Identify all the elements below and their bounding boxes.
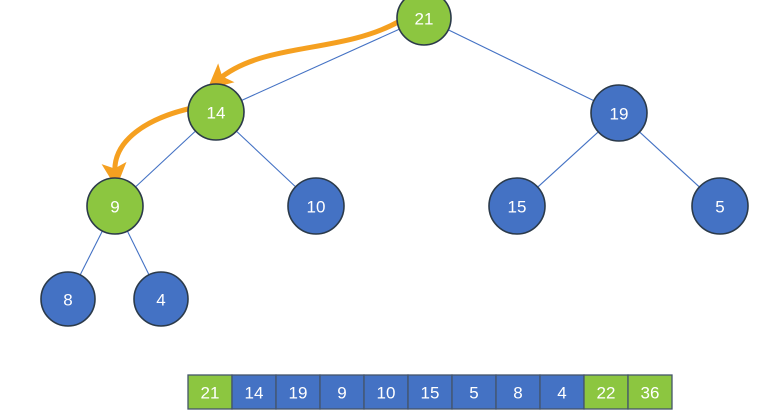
tree-edge-n21-n14 xyxy=(240,28,401,102)
array-cell-1[interactable]: 14 xyxy=(231,374,277,410)
node-circle-5[interactable] xyxy=(691,177,749,235)
tree-edge-n9-n8 xyxy=(79,229,104,277)
tree-node-8[interactable]: 8 xyxy=(40,271,96,327)
array-cell-2[interactable]: 19 xyxy=(275,374,321,410)
tree-edge-n14-n10 xyxy=(235,130,297,188)
array-cell-box-6[interactable] xyxy=(451,374,497,410)
array-cell-box-4[interactable] xyxy=(363,374,409,410)
tree-edge-n19-n15 xyxy=(536,130,600,189)
node-circle-19[interactable] xyxy=(590,84,648,142)
array-cell-3[interactable]: 9 xyxy=(319,374,365,410)
tree-node-10[interactable]: 10 xyxy=(287,177,345,235)
array-cell-box-7[interactable] xyxy=(495,374,541,410)
tree-edge-n19-n5 xyxy=(638,130,701,189)
tree-edge-n14-n9 xyxy=(134,129,197,189)
array-cell-5[interactable]: 15 xyxy=(407,374,453,410)
node-circle-4[interactable] xyxy=(133,271,189,327)
node-circle-9[interactable] xyxy=(86,177,144,235)
array-cell-0[interactable]: 21 xyxy=(187,374,233,410)
array-cell-box-8[interactable] xyxy=(539,374,585,410)
array-cell-4[interactable]: 10 xyxy=(363,374,409,410)
array-cell-9[interactable]: 22 xyxy=(583,374,629,410)
tree-node-19[interactable]: 19 xyxy=(590,84,648,142)
array-cell-8[interactable]: 4 xyxy=(539,374,585,410)
node-circle-15[interactable] xyxy=(488,177,546,235)
array-cell-box-1[interactable] xyxy=(231,374,277,410)
array-cell-10[interactable]: 36 xyxy=(627,374,673,410)
array-cell-box-0[interactable] xyxy=(187,374,233,410)
array-cell-6[interactable]: 5 xyxy=(451,374,497,410)
node-circle-10[interactable] xyxy=(287,177,345,235)
array-cell-box-3[interactable] xyxy=(319,374,365,410)
tree-edge-n21-n19 xyxy=(447,28,595,102)
tree-node-9[interactable]: 9 xyxy=(86,177,144,235)
arrow-21-to-14 xyxy=(207,19,400,90)
node-circle-8[interactable] xyxy=(40,271,96,327)
arrow-14-to-9 xyxy=(101,105,193,188)
tree-node-14[interactable]: 14 xyxy=(187,83,245,141)
tree-node-15[interactable]: 15 xyxy=(488,177,546,235)
node-circle-14[interactable] xyxy=(187,83,245,141)
tree-node-5[interactable]: 5 xyxy=(691,177,749,235)
tree-node-4[interactable]: 4 xyxy=(133,271,189,327)
array-cell-box-10[interactable] xyxy=(627,374,673,410)
array-cell-7[interactable]: 8 xyxy=(495,374,541,410)
tree-node-21[interactable]: 21 xyxy=(396,0,452,46)
array-cell-box-2[interactable] xyxy=(275,374,321,410)
array-cell-box-5[interactable] xyxy=(407,374,453,410)
tree-edge-n9-n4 xyxy=(126,229,150,276)
node-circle-21[interactable] xyxy=(396,0,452,46)
array-cell-box-9[interactable] xyxy=(583,374,629,410)
tree-edges-layer xyxy=(79,28,701,277)
swap-arrows-layer xyxy=(101,19,400,188)
